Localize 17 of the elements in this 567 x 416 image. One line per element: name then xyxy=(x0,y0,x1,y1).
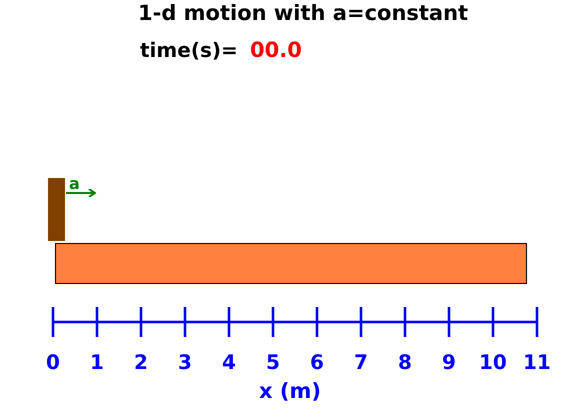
tick-label: 9 xyxy=(442,352,456,372)
tick-label: 10 xyxy=(479,352,507,372)
tick-label: 5 xyxy=(266,352,280,372)
title: 1-d motion with a=constant xyxy=(138,3,468,24)
acceleration-label: a xyxy=(69,176,80,192)
tick-label: 4 xyxy=(222,352,236,372)
tick-label: 3 xyxy=(178,352,192,372)
tick-label: 11 xyxy=(523,352,551,372)
time-value: 00.0 xyxy=(250,40,302,61)
tick-label: 0 xyxy=(46,352,60,372)
tick-label: 6 xyxy=(310,352,324,372)
axis-title: x (m) xyxy=(259,381,321,402)
tick-label: 7 xyxy=(354,352,368,372)
time-label: time(s)= xyxy=(140,40,238,60)
tick-label: 1 xyxy=(90,352,104,372)
tick-label: 2 xyxy=(134,352,148,372)
tick-label: 8 xyxy=(398,352,412,372)
